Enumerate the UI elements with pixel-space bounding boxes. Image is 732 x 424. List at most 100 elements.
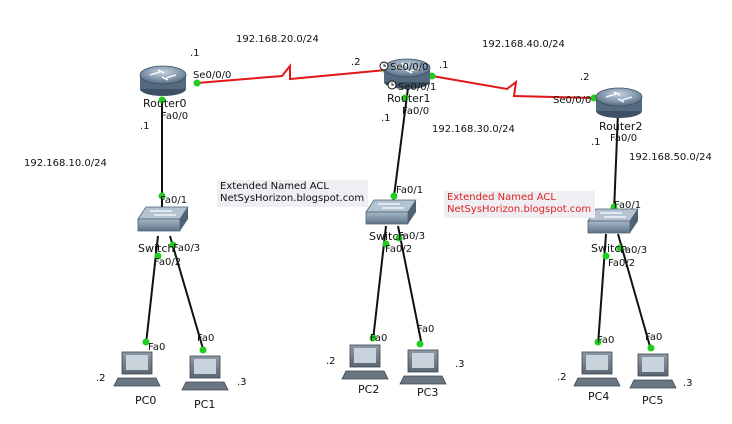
link-up-dot xyxy=(158,192,166,200)
switch0-fa03-label: Fa0/3 xyxy=(173,243,200,254)
link-up-dot xyxy=(154,252,162,260)
link-up-dot xyxy=(602,252,610,260)
acl-note-red-title: Extended Named ACL xyxy=(447,192,556,203)
link-switch2-pc4 xyxy=(597,233,607,346)
link-up-dot xyxy=(369,334,377,342)
network-label-30: 192.168.30.0/24 xyxy=(432,124,515,135)
router0-se000-label: Se0/0/0 xyxy=(193,70,231,81)
link-up-dot xyxy=(401,94,409,102)
switch0-fa01-label: Fa0/1 xyxy=(160,195,187,206)
router2-label: Router2 xyxy=(599,120,642,133)
switch1-label: Switch xyxy=(369,230,405,243)
switch0-fa02-label: Fa0/2 xyxy=(154,257,181,268)
pc1[interactable] xyxy=(181,355,229,391)
pc5[interactable] xyxy=(629,353,677,389)
acl-note-site: NetSysHorizon.blogspot.com xyxy=(220,193,365,204)
router0[interactable] xyxy=(139,65,187,96)
acl-note-red-site: NetSysHorizon.blogspot.com xyxy=(447,204,592,215)
router0-fa00-label: Fa0/0 xyxy=(161,111,188,122)
switch1-fa02-label: Fa0/2 xyxy=(385,244,412,255)
pc2-label: PC2 xyxy=(358,383,379,396)
link-up-dot xyxy=(647,344,655,352)
host-octet-label: .3 xyxy=(683,378,693,389)
serial-link-router1-router2 xyxy=(431,75,595,99)
link-up-dot xyxy=(416,340,424,348)
router1-fa00-label: Fa0/0 xyxy=(402,106,429,117)
link-up-dot xyxy=(169,241,177,249)
pc1-label: PC1 xyxy=(194,398,215,411)
pc3-label: PC3 xyxy=(417,386,438,399)
pc0[interactable] xyxy=(113,351,161,387)
link-switch2-pc5 xyxy=(617,233,652,351)
pc5-label: PC5 xyxy=(642,394,663,407)
network-label-40: 192.168.40.0/24 xyxy=(482,39,565,50)
router1-label: Router1 xyxy=(387,92,430,105)
router0-label: Router0 xyxy=(143,97,186,110)
switch2[interactable] xyxy=(587,208,639,234)
link-switch1-pc3 xyxy=(397,225,423,347)
router1[interactable] xyxy=(383,58,431,89)
switch2-fa01-label: Fa0/1 xyxy=(614,200,641,211)
clock-icon xyxy=(387,80,397,90)
pc3[interactable] xyxy=(399,349,447,385)
switch-arrows-icon xyxy=(150,210,176,216)
link-up-dot xyxy=(193,79,201,87)
router-arrows-icon xyxy=(605,91,633,103)
link-router2-switch2 xyxy=(613,111,619,213)
host-octet-label: .3 xyxy=(455,359,465,370)
pc1-fa0-label: Fa0 xyxy=(197,333,214,344)
router-arrows-icon xyxy=(149,69,177,81)
host-octet-label: .1 xyxy=(381,113,391,124)
switch2-label: Switch xyxy=(591,242,627,255)
link-up-dot xyxy=(158,96,166,104)
switch-arrows-icon xyxy=(378,203,404,209)
link-switch0-pc1 xyxy=(169,235,205,353)
pc0-label: PC0 xyxy=(135,394,156,407)
link-up-dot xyxy=(594,338,602,346)
acl-note-title: Extended Named ACL xyxy=(220,181,329,192)
link-router1-switch1 xyxy=(392,87,409,205)
network-label-20: 192.168.20.0/24 xyxy=(236,34,319,45)
pc3-fa0-label: Fa0 xyxy=(417,324,434,335)
router2-se000-label: Se0/0/0 xyxy=(553,95,591,106)
router1-se001-label: Se0/0/1 xyxy=(398,82,436,93)
switch2-fa02-label: Fa0/2 xyxy=(608,258,635,269)
pc4-label: PC4 xyxy=(588,390,609,403)
host-octet-label: .1 xyxy=(439,60,449,71)
serial-link-router0-router1 xyxy=(196,63,387,84)
switch0-label: Switch xyxy=(138,242,174,255)
clock-icon xyxy=(379,61,389,71)
network-label-10: 192.168.10.0/24 xyxy=(24,158,107,169)
host-octet-label: .2 xyxy=(580,72,590,83)
host-octet-label: .2 xyxy=(351,57,361,68)
pc2[interactable] xyxy=(341,344,389,380)
host-octet-label: .2 xyxy=(557,372,567,383)
pc0-fa0-label: Fa0 xyxy=(148,342,165,353)
host-octet-label: .1 xyxy=(140,121,150,132)
link-up-dot xyxy=(142,338,150,346)
switch1-fa03-label: Fa0/3 xyxy=(398,231,425,242)
router1-se000-label: Se0/0/0 xyxy=(390,62,428,73)
acl-note: Extended Named ACL NetSysHorizon.blogspo… xyxy=(217,180,369,207)
link-up-dot xyxy=(382,240,390,248)
router-arrows-icon xyxy=(393,62,421,74)
pc5-fa0-label: Fa0 xyxy=(645,332,662,343)
link-up-dot xyxy=(616,244,624,252)
switch1-fa01-label: Fa0/1 xyxy=(396,185,423,196)
pc2-fa0-label: Fa0 xyxy=(370,333,387,344)
host-octet-label: .3 xyxy=(237,377,247,388)
pc4[interactable] xyxy=(573,351,621,387)
router2[interactable] xyxy=(595,87,643,118)
host-octet-label: .2 xyxy=(326,356,336,367)
switch0[interactable] xyxy=(137,206,189,232)
network-label-50: 192.168.50.0/24 xyxy=(629,152,712,163)
switch2-fa03-label: Fa0/3 xyxy=(620,245,647,256)
host-octet-label: .1 xyxy=(190,48,200,59)
link-up-dot xyxy=(199,346,207,354)
switch1[interactable] xyxy=(365,199,417,225)
switch-arrows-icon xyxy=(600,212,626,218)
link-up-dot xyxy=(390,192,398,200)
host-octet-label: .1 xyxy=(591,137,601,148)
link-up-dot xyxy=(395,234,403,242)
host-octet-label: .2 xyxy=(96,373,106,384)
